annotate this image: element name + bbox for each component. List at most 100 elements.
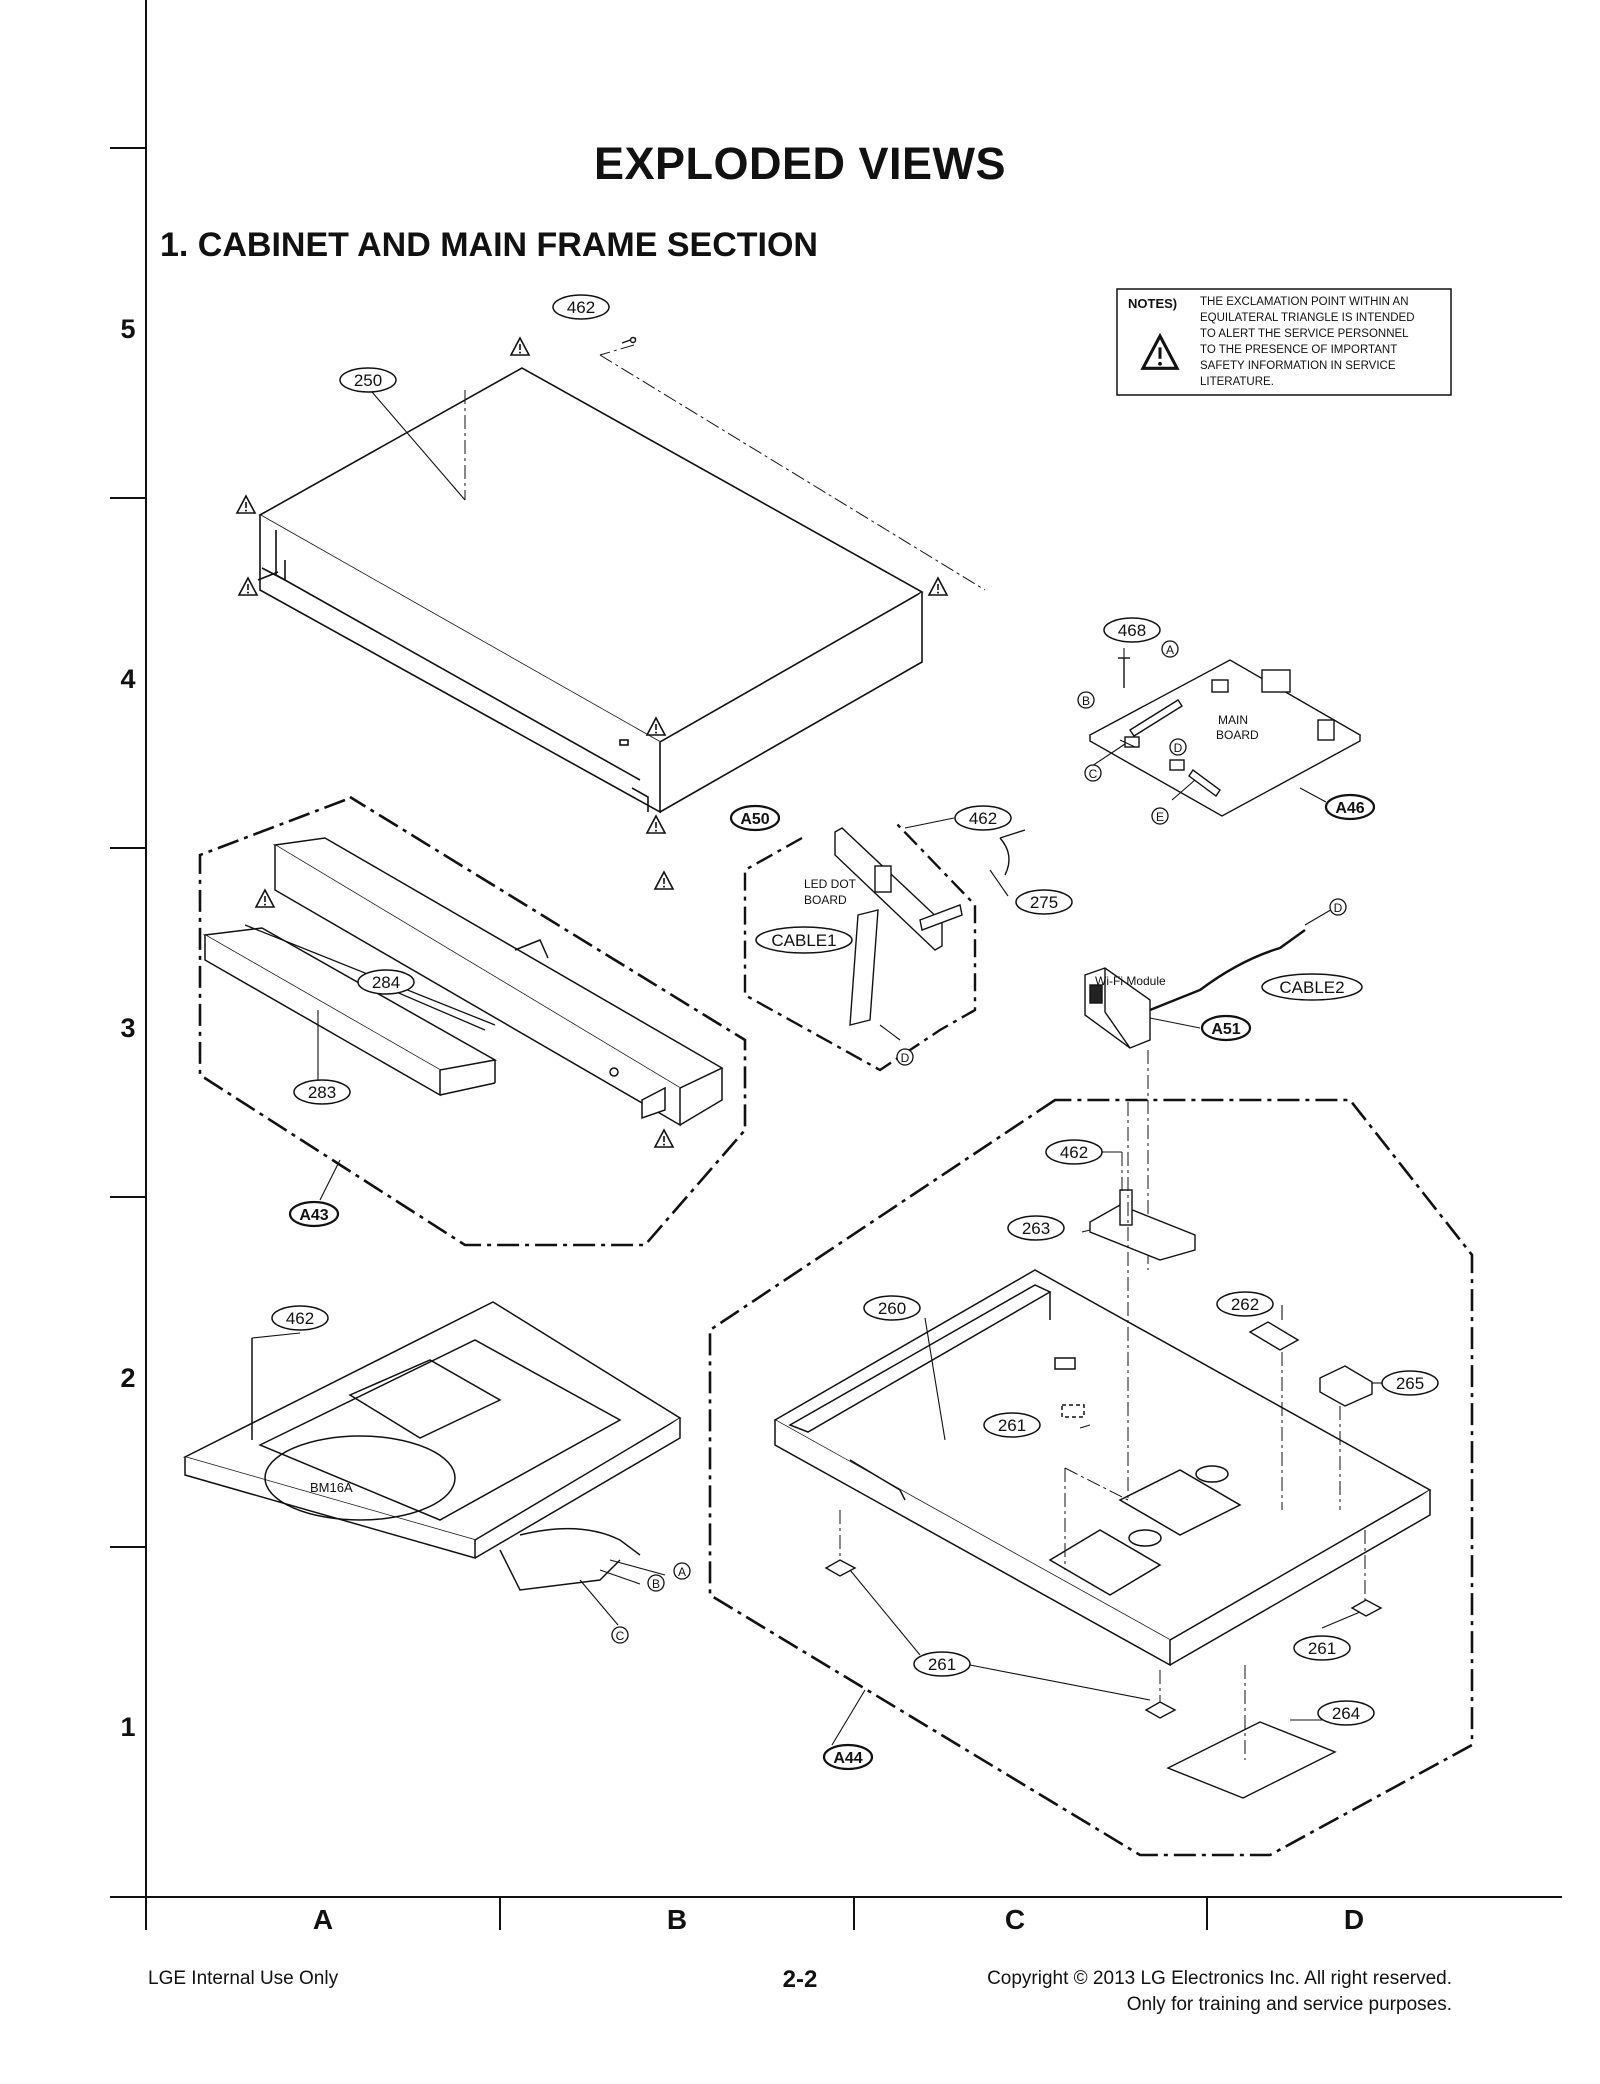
main-frame-drawing — [773, 1269, 1432, 1667]
svg-text:265: 265 — [1396, 1374, 1424, 1393]
svg-text:A51: A51 — [1211, 1021, 1240, 1038]
notes-line: TO ALERT THE SERVICE PERSONNEL — [1200, 328, 1409, 340]
callout: 265 — [1381, 1370, 1439, 1396]
footer-internal-use: LGE Internal Use Only — [148, 1968, 339, 1989]
callout: 261 — [983, 1412, 1041, 1438]
row-label-5: 5 — [120, 314, 135, 344]
svg-text:CABLE2: CABLE2 — [1279, 978, 1344, 997]
column-label-c: C — [1005, 1904, 1025, 1935]
svg-text:262: 262 — [1231, 1295, 1259, 1314]
callout: 462 — [271, 1305, 329, 1331]
callout: 261 — [913, 1651, 971, 1677]
assembly-callout: A44 — [822, 1743, 874, 1771]
svg-text:275: 275 — [1030, 893, 1058, 912]
assembly-callout: A43 — [288, 1200, 340, 1228]
connector-marker: A — [1161, 640, 1179, 658]
callout: 468 — [1103, 617, 1161, 643]
notes-line: EQUILATERAL TRIANGLE IS INTENDED — [1200, 312, 1415, 324]
warning-icon — [236, 495, 256, 514]
footer-page-number: 2-2 — [782, 1966, 818, 1993]
svg-text:462: 462 — [1060, 1143, 1088, 1162]
frame-parts — [824, 1189, 1383, 1799]
disc-loader-drawing — [182, 1301, 682, 1591]
svg-text:A50: A50 — [740, 811, 769, 828]
callout: 283 — [293, 1079, 351, 1105]
svg-text:E: E — [1156, 810, 1164, 824]
loader-label: BM16A — [310, 1480, 353, 1495]
column-label-b: B — [667, 1904, 687, 1935]
svg-text:263: 263 — [1022, 1219, 1050, 1238]
svg-text:B: B — [652, 1577, 660, 1591]
wifi-module-label: Wi-Fi Module — [1095, 974, 1166, 988]
callout: 284 — [357, 969, 415, 995]
svg-text:A46: A46 — [1335, 800, 1364, 817]
frame-guides — [839, 1102, 1366, 1760]
callout: 462 — [954, 805, 1012, 831]
svg-text:462: 462 — [286, 1309, 314, 1328]
screw-icon — [621, 336, 637, 344]
assembly-callout: A46 — [1324, 793, 1376, 821]
column-label-d: D — [1344, 1904, 1364, 1935]
callout: 263 — [1007, 1215, 1065, 1241]
svg-text:462: 462 — [567, 298, 595, 317]
led-board-label: BOARD — [804, 893, 847, 907]
svg-text:A43: A43 — [299, 1207, 328, 1224]
notes-line: THE EXCLAMATION POINT WITHIN AN — [1200, 296, 1409, 308]
svg-text:283: 283 — [308, 1083, 336, 1102]
top-cover-guides — [464, 344, 986, 591]
row-label-3: 3 — [120, 1013, 135, 1043]
svg-text:A: A — [1166, 643, 1174, 657]
notes-line: SAFETY INFORMATION IN SERVICE — [1200, 360, 1396, 372]
svg-text:260: 260 — [878, 1299, 906, 1318]
svg-text:264: 264 — [1332, 1704, 1360, 1723]
notes-line: LITERATURE. — [1200, 376, 1274, 388]
front-panel-drawing — [202, 837, 724, 1127]
page-frame — [110, 0, 1562, 1930]
callout: 462 — [552, 294, 610, 320]
svg-text:250: 250 — [354, 371, 382, 390]
warning-icon — [646, 815, 666, 834]
callout: 260 — [863, 1295, 921, 1321]
footer-copyright: Copyright © 2013 LG Electronics Inc. All… — [987, 1968, 1452, 1989]
callout: 262 — [1216, 1291, 1274, 1317]
row-label-1: 1 — [120, 1712, 135, 1742]
row-label-4: 4 — [120, 664, 135, 694]
leader-lines — [251, 391, 1383, 1746]
notes-line: TO THE PRESENCE OF IMPORTANT — [1200, 344, 1397, 356]
callout: 264 — [1317, 1700, 1375, 1726]
warning-icon — [510, 337, 530, 356]
callout: 275 — [1015, 889, 1073, 915]
svg-text:261: 261 — [998, 1416, 1026, 1435]
connector-markers: A B C D E D D A B C — [611, 640, 1347, 1644]
warning-icon — [238, 577, 258, 596]
svg-text:CABLE1: CABLE1 — [771, 931, 836, 950]
svg-text:261: 261 — [1308, 1639, 1336, 1658]
svg-text:A44: A44 — [833, 1750, 862, 1767]
callout: 462 — [1045, 1139, 1103, 1165]
svg-text:462: 462 — [969, 809, 997, 828]
callout: 261 — [1293, 1635, 1351, 1661]
row-label-2: 2 — [120, 1363, 135, 1393]
connector-marker: C — [611, 1626, 629, 1644]
svg-text:261: 261 — [928, 1655, 956, 1674]
connector-marker: C — [1084, 764, 1102, 782]
warning-icon — [928, 577, 948, 596]
top-cover-drawing — [257, 367, 924, 814]
warning-icon — [654, 1129, 674, 1148]
main-board-label: MAIN — [1218, 713, 1248, 727]
warning-icon — [255, 889, 275, 908]
notes-box: NOTES) THE EXCLAMATION POINT WITHIN AN E… — [1116, 288, 1452, 396]
callout: 250 — [339, 367, 397, 393]
footer-purpose: Only for training and service purposes. — [1126, 1994, 1452, 2015]
connector-marker: A — [673, 1562, 691, 1580]
row-labels: 5 4 3 2 1 — [120, 314, 135, 1742]
a43-boundary — [198, 795, 747, 1247]
main-board-label: BOARD — [1216, 728, 1259, 742]
column-label-a: A — [313, 1904, 333, 1935]
section-title: 1. CABINET AND MAIN FRAME SECTION — [160, 226, 818, 264]
warning-icon — [654, 871, 674, 890]
a44-boundary — [708, 1098, 1474, 1857]
svg-text:284: 284 — [372, 973, 400, 992]
wifi-module-drawing — [1084, 929, 1306, 1049]
